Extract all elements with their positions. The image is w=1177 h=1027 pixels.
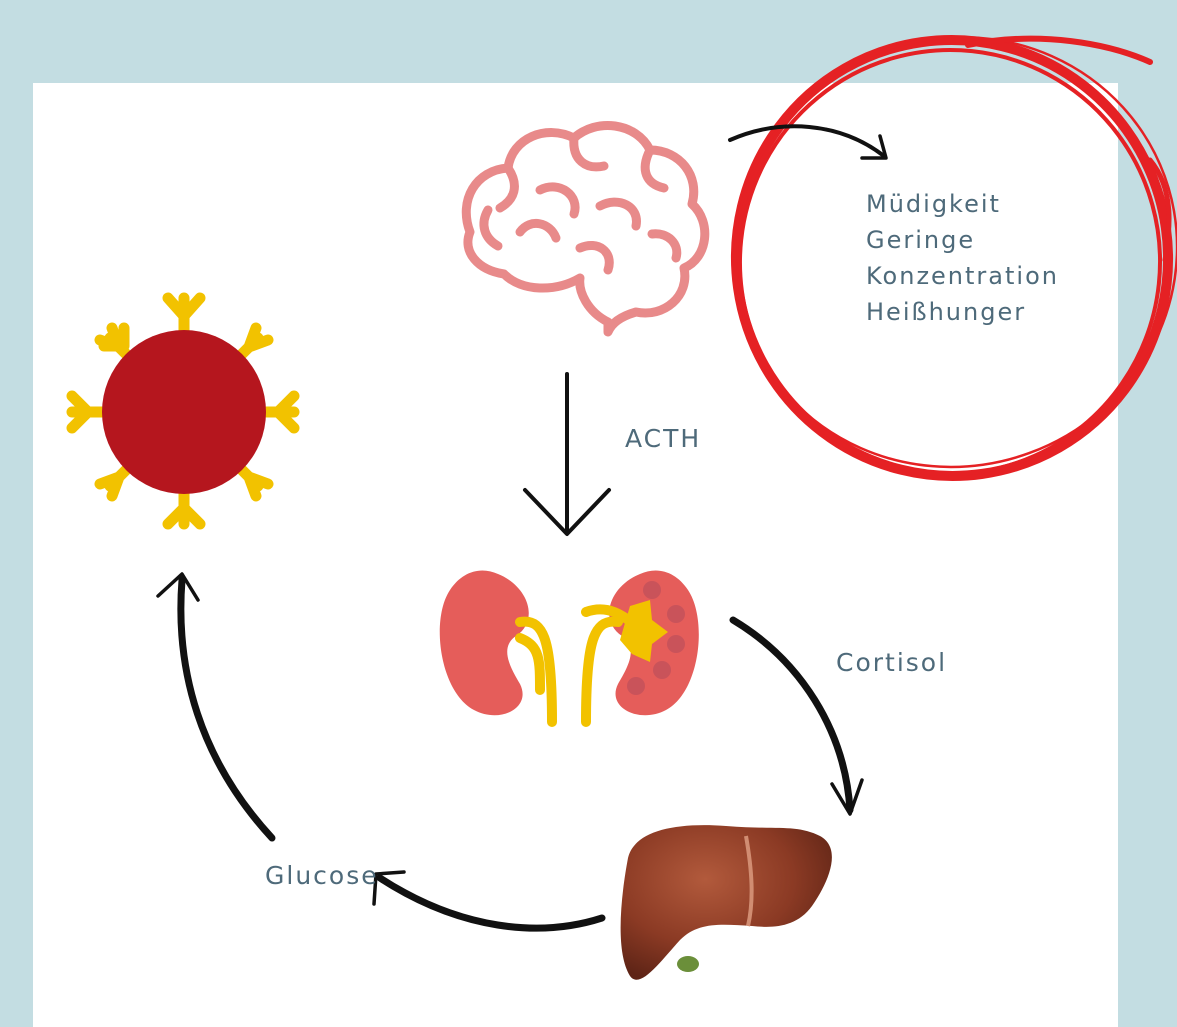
kidneys-icon xyxy=(440,571,699,722)
cortisol-label: Cortisol xyxy=(836,648,947,677)
symptom-item: Konzentration xyxy=(866,258,1059,294)
glucose-label: Glucose xyxy=(265,861,379,890)
acth-label: ACTH xyxy=(625,424,701,453)
symptom-item: Geringe xyxy=(866,222,1059,258)
liver-icon xyxy=(621,825,832,980)
symptom-list: Müdigkeit Geringe Konzentration Heißhung… xyxy=(866,186,1059,330)
acth-arrow xyxy=(525,374,609,534)
arrow-brain-to-symptoms xyxy=(730,126,886,158)
glucose-arrow-left xyxy=(158,574,272,838)
symptom-item: Müdigkeit xyxy=(866,186,1059,222)
symptom-item: Heißhunger xyxy=(866,294,1059,330)
brain-icon xyxy=(466,126,705,333)
cell-with-receptors-icon xyxy=(72,298,294,524)
glucose-arrow-bottom xyxy=(374,872,602,928)
